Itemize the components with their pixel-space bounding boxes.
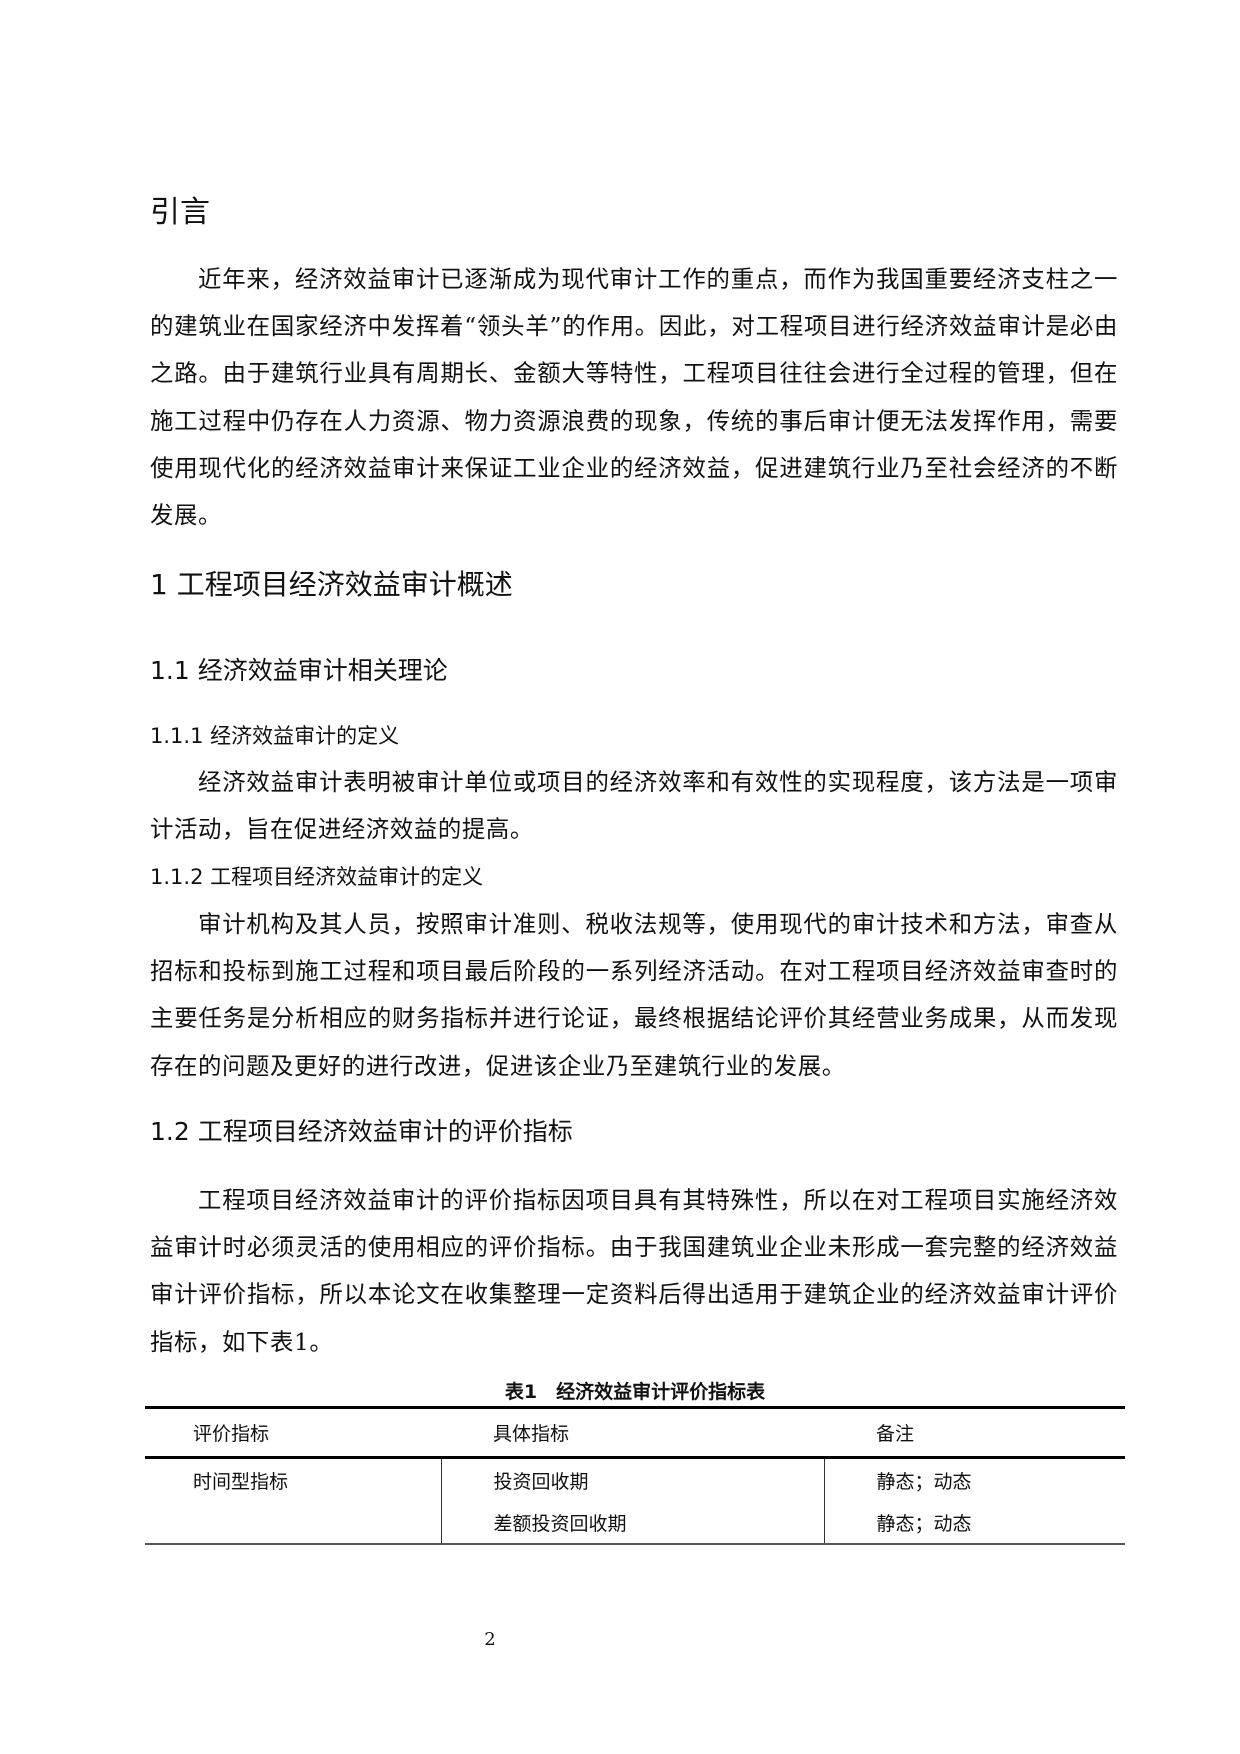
cell-category: 时间型指标 (193, 1470, 289, 1493)
page-number: 2 (484, 1629, 496, 1650)
cell-specific-index: 差额投资回收期 (440, 1501, 824, 1545)
table-row: 差额投资回收期 静态；动态 (145, 1501, 1125, 1545)
table-row: 时间型指标 投资回收期 静态；动态 (145, 1457, 1125, 1501)
table-header-row: 评价指标 具体指标 备注 (145, 1406, 1125, 1459)
subsection-1-1-1-heading: 1.1.1 经济效益审计的定义 (150, 724, 400, 748)
header-evaluation-index: 评价指标 (145, 1406, 441, 1459)
intro-paragraph: 近年来，经济效益审计已逐渐成为现代审计工作的重点，而作为我国重要经济支柱之一的建… (150, 265, 1118, 530)
cell-remarks: 静态；动态 (823, 1501, 1125, 1545)
cell-category (145, 1501, 441, 1545)
table-caption: 表1 经济效益审计评价指标表 (504, 1381, 766, 1403)
section-1-1-heading: 1.1 经济效益审计相关理论 (150, 656, 448, 685)
intro-heading: 引言 (150, 195, 210, 230)
subsection-1-1-2-paragraph: 审计机构及其人员，按照审计准则、税收法规等，使用现代的审计技术和方法，审查从招标… (150, 910, 1118, 1080)
cell-remarks: 静态；动态 (823, 1457, 1125, 1501)
section-1-2-paragraph: 工程项目经济效益审计的评价指标因项目具有其特殊性，所以在对工程项目实施经济效益审… (150, 1186, 1118, 1356)
evaluation-index-table: 评价指标 具体指标 备注 时间型指标 投资回收期 静态；动态 差额投资回收期 静… (145, 1406, 1125, 1545)
section-1-2-heading: 1.2 工程项目经济效益审计的评价指标 (150, 1117, 573, 1146)
header-specific-index: 具体指标 (441, 1406, 824, 1459)
cell-specific-index: 投资回收期 (440, 1457, 824, 1501)
header-remarks: 备注 (824, 1406, 1125, 1459)
subsection-1-1-1-paragraph: 经济效益审计表明被审计单位或项目的经济效率和有效性的实现程度，该方法是一项审计活… (150, 768, 1118, 844)
subsection-1-1-2-heading: 1.1.2 工程项目经济效益审计的定义 (150, 865, 484, 889)
chapter-1-heading: 1 工程项目经济效益审计概述 (150, 568, 513, 601)
